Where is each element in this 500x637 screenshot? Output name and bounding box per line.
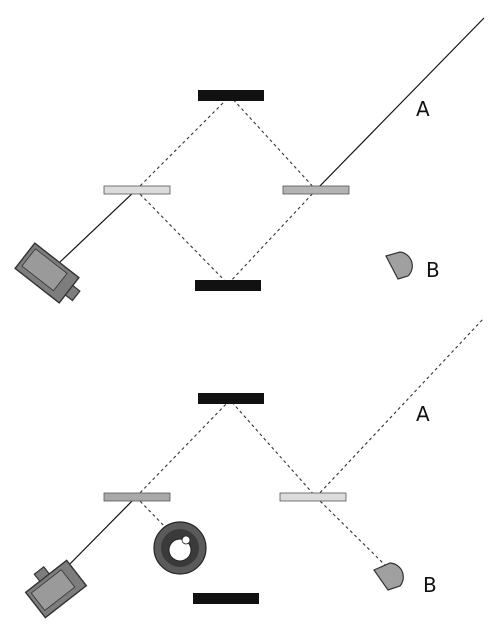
top-left-beam-splitter <box>103 185 171 195</box>
bottom-obstacle-icon <box>153 521 207 575</box>
bottom-panel: A B <box>24 317 485 619</box>
top-detector-a-label: A <box>416 97 430 121</box>
top-upper-dashed-path <box>135 95 317 191</box>
top-output-beam-a <box>315 17 485 191</box>
top-detector-b-icon <box>385 251 413 280</box>
top-right-beam-splitter <box>282 185 350 195</box>
bottom-detector-a-label: A <box>416 402 430 426</box>
top-laser-icon <box>14 242 81 304</box>
bottom-upper-dashed-path <box>135 399 317 498</box>
bottom-lower-dashed-path <box>135 496 171 533</box>
bottom-input-beam <box>61 496 137 573</box>
top-detector-b-label: B <box>426 258 440 282</box>
bottom-right-beam-splitter <box>279 492 347 502</box>
top-panel: A B <box>14 17 485 304</box>
top-lower-mirror <box>195 280 261 291</box>
bottom-output-dashed-b <box>315 496 389 569</box>
bottom-laser-icon <box>24 559 88 619</box>
bottom-detector-b-label: B <box>423 573 437 597</box>
bottom-output-dashed-a <box>315 317 485 498</box>
bottom-detector-b-icon <box>373 562 404 591</box>
bottom-left-beam-splitter <box>103 492 171 502</box>
bottom-lower-mirror <box>193 593 259 604</box>
top-lower-dashed-path <box>135 189 317 285</box>
bottom-upper-mirror <box>198 393 264 404</box>
top-upper-mirror <box>198 90 264 101</box>
top-input-beam <box>59 189 137 263</box>
